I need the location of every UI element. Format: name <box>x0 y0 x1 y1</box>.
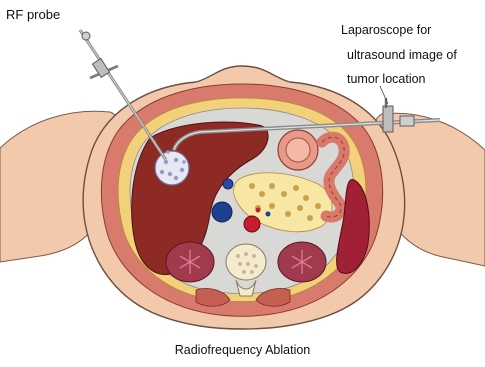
aorta <box>244 216 260 232</box>
tumor-ablation-zone <box>155 151 189 185</box>
laparoscope-label-line-3: tumor location <box>347 73 426 86</box>
laparoscope-label-line-2: ultrasound image of <box>347 49 457 62</box>
rf-probe-label: RF probe <box>6 8 60 21</box>
vena-cava <box>212 202 232 222</box>
bowel-loop-large-inner <box>286 138 310 162</box>
laparoscope-leader-line <box>380 86 388 104</box>
figure-caption: Radiofrequency Ablation <box>0 344 485 357</box>
laparoscope-eyepiece <box>400 116 414 126</box>
small-vessel-2 <box>266 212 271 217</box>
small-vessel <box>256 208 261 213</box>
laparoscope-label-line-1: Laparoscope for <box>341 24 431 37</box>
laparoscope-port <box>383 106 393 132</box>
rf-probe-knob <box>82 32 90 40</box>
portal-vein <box>223 179 233 189</box>
